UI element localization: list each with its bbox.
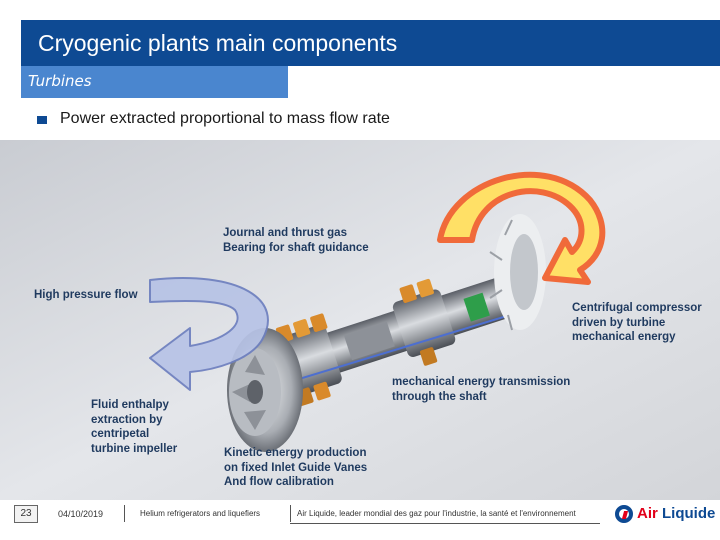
kinetic-label-line: on fixed Inlet Guide Vanes <box>224 461 368 474</box>
footer-tagline: Air Liquide, leader mondial des gaz pour… <box>297 509 576 518</box>
logo-mark <box>615 505 633 523</box>
bearing-pad <box>293 319 311 338</box>
slide-title: Cryogenic plants main components <box>38 30 398 56</box>
compressor-wheel <box>489 214 546 331</box>
logo-word-air: Air <box>637 505 658 522</box>
footer-separator <box>290 505 291 522</box>
section-title: Turbines <box>28 72 92 90</box>
bearing-pad <box>416 278 434 298</box>
enthalpy-label: Fluid enthalpy extraction by centripetal… <box>91 398 177 456</box>
bearing-label: Journal and thrust gas Bearing for shaft… <box>223 226 369 255</box>
kinetic-label: Kinetic energy production on fixed Inlet… <box>224 446 367 490</box>
enthalpy-label-line: extraction by <box>91 413 163 426</box>
logo-text: Air Liquide <box>637 505 715 522</box>
section-bar <box>21 66 288 98</box>
bearing-pad <box>399 284 417 303</box>
bearing-pad <box>419 347 438 366</box>
air-liquide-logo-icon: Air Liquide <box>615 503 715 525</box>
high-pressure-label: High pressure flow <box>34 288 138 303</box>
page-number: 23 <box>14 505 38 523</box>
bullet-text: Power extracted proportional to mass flo… <box>60 110 390 127</box>
title-bar <box>21 20 720 66</box>
logo-word-liquide: Liquide <box>662 505 716 522</box>
kinetic-label-line: Kinetic energy production <box>224 447 367 459</box>
enthalpy-label-line: centripetal <box>91 428 150 440</box>
footer-date: 04/10/2019 <box>58 509 104 519</box>
footer-separator <box>124 505 125 522</box>
transmission-label-line: through the shaft <box>392 390 487 403</box>
bearing-label-line: Journal and thrust gas <box>223 227 347 239</box>
kinetic-label-line: And flow calibration <box>224 476 334 488</box>
transmission-label: mechanical energy transmission through t… <box>392 375 570 404</box>
footer-topic: Helium refrigerators and liquefiers <box>140 509 261 518</box>
footer-underline <box>290 523 600 524</box>
compressor-label-line: Centrifugal compressor <box>572 302 702 314</box>
turbine-wheel <box>227 328 303 452</box>
compressor-label-line: driven by turbine <box>572 316 666 329</box>
square-bullet-icon <box>37 116 47 124</box>
compressor-flow-arrow <box>437 171 606 285</box>
high-pressure-flow-arrow <box>149 277 269 391</box>
compressor-label-line: mechanical energy <box>572 331 676 343</box>
compressor-label: Centrifugal compressor driven by turbine… <box>572 301 702 345</box>
high-pressure-label-line: High pressure flow <box>34 289 138 301</box>
enthalpy-label-line: turbine impeller <box>91 442 178 455</box>
bearing-pad <box>313 381 331 401</box>
illustration-background <box>0 140 720 500</box>
enthalpy-label-line: Fluid enthalpy <box>91 399 169 411</box>
bearing-label-line: Bearing for shaft guidance <box>223 241 369 254</box>
turbine-illustration <box>0 140 720 500</box>
transmission-label-line: mechanical energy transmission <box>392 376 571 388</box>
bearing-pad <box>310 313 328 332</box>
